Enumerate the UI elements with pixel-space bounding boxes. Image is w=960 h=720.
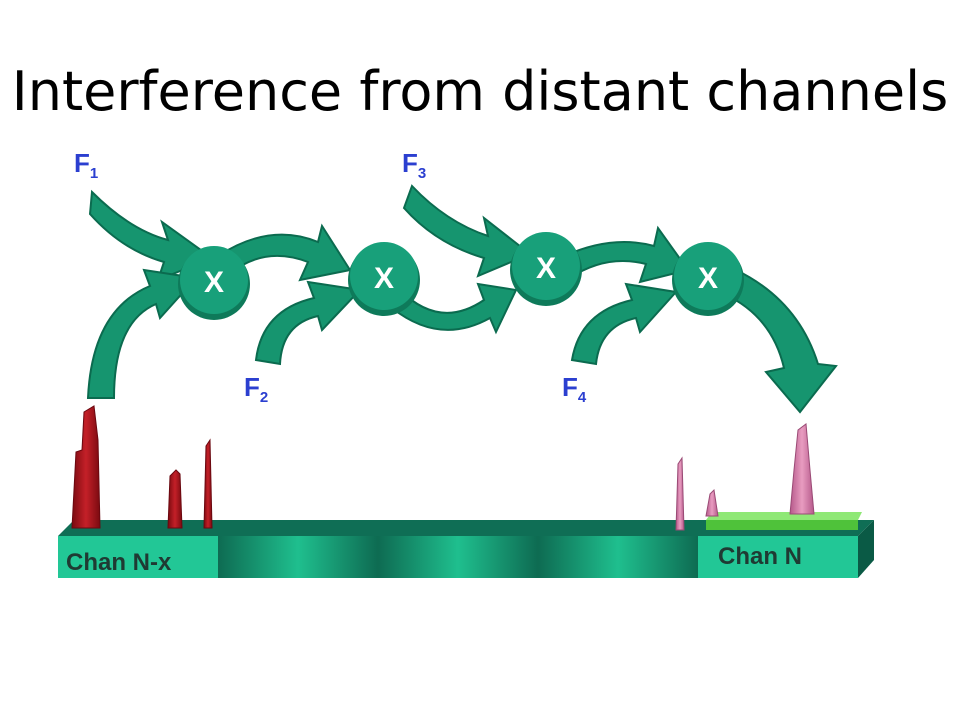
interferer-signals bbox=[71, 405, 213, 529]
mixer-1-symbol: X bbox=[204, 266, 224, 299]
channel-segment-1 bbox=[58, 536, 218, 578]
frequency-label-1: F1 bbox=[74, 148, 98, 182]
mixers: X X X X bbox=[178, 232, 744, 320]
arrow-f4-to-mixer4 bbox=[570, 282, 678, 366]
slide-title: Interference from distant channels bbox=[11, 60, 949, 123]
channel-segment-2 bbox=[218, 536, 378, 578]
mixer-1: X bbox=[178, 246, 250, 320]
mixer-4-symbol: X bbox=[698, 262, 718, 295]
channel-label-right: Chan N bbox=[718, 543, 802, 570]
channel-segment-4 bbox=[538, 536, 698, 578]
frequency-label-4: F4 bbox=[562, 372, 587, 406]
channel-label-left: Chan N-x bbox=[66, 549, 172, 576]
frequency-label-2: F2 bbox=[244, 372, 268, 406]
frequency-labels: F1 F2 F3 F4 bbox=[74, 148, 587, 406]
mixer-2-symbol: X bbox=[374, 262, 394, 295]
interferer-spike-thin bbox=[203, 438, 213, 529]
product-spike-large bbox=[789, 423, 815, 515]
arrow-mixer2-to-mixer3 bbox=[390, 282, 518, 335]
signal-arrows bbox=[86, 184, 838, 414]
frequency-label-3: F3 bbox=[402, 148, 426, 182]
product-spike-thin-left bbox=[675, 456, 685, 531]
channel-segment-3 bbox=[378, 536, 538, 578]
mixer-3-symbol: X bbox=[536, 252, 556, 285]
channel-bar: Chan N-x Chan N bbox=[58, 520, 874, 578]
interferer-spike-large bbox=[71, 405, 101, 529]
arrow-mixer4-to-chan-n bbox=[722, 268, 838, 414]
mixer-4: X bbox=[672, 242, 744, 316]
mixing-products bbox=[675, 423, 815, 531]
target-channel-plate bbox=[706, 512, 862, 530]
arrow-f3-to-mixer3 bbox=[402, 184, 532, 278]
interferer-spike-medium bbox=[167, 469, 183, 529]
mixer-2: X bbox=[348, 242, 420, 316]
arrow-mixer3-to-mixer4 bbox=[558, 225, 690, 284]
mixer-3: X bbox=[510, 232, 582, 306]
product-spike-small bbox=[705, 488, 719, 517]
arrow-f2-to-mixer2 bbox=[254, 280, 363, 366]
channel-segment-5 bbox=[698, 536, 858, 578]
